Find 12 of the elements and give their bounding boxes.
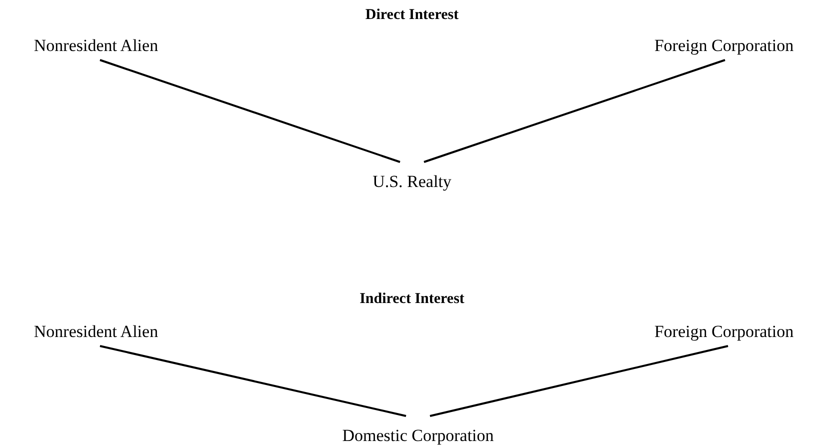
section-heading: Indirect Interest	[360, 290, 464, 309]
node-label: Domestic Corporation	[342, 425, 494, 448]
node-label: U.S. Realty	[372, 171, 452, 194]
section-heading: Direct Interest	[365, 6, 459, 25]
connector-line	[430, 345, 728, 417]
node-label: Nonresident Alien	[34, 321, 158, 344]
connector-line	[424, 59, 726, 163]
connector-line	[100, 345, 406, 417]
node-label: Foreign Corporation	[654, 35, 794, 58]
connector-line	[100, 59, 400, 163]
node-label: Nonresident Alien	[34, 35, 158, 58]
node-label: Foreign Corporation	[654, 321, 794, 344]
